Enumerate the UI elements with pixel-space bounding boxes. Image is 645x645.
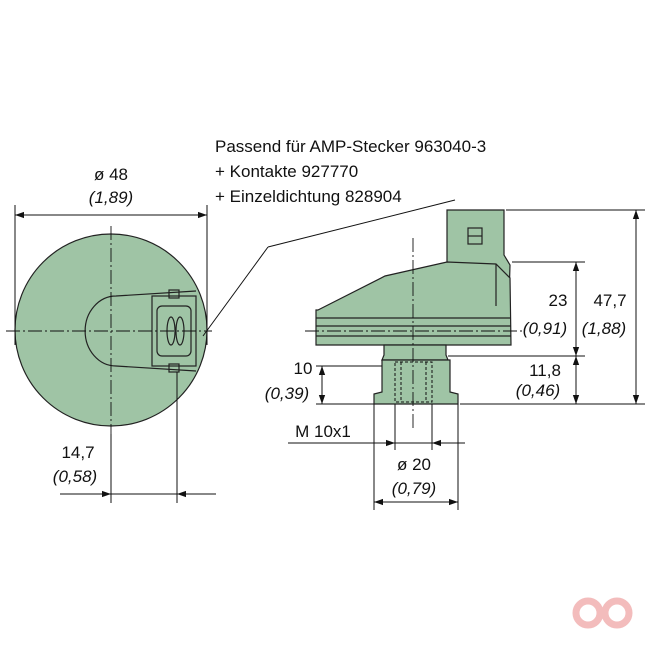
note-line-2: + Kontakte 927770 [215,162,358,181]
connector-latch-top [168,289,180,299]
connector-latch-bottom [168,363,180,373]
dim-47-7-mm: 47,7 [593,291,626,310]
dim-20-mm: ø 20 [397,455,431,474]
dimension-height-23: 23 (0,91) [448,261,585,357]
dim-23-mm: 23 [549,291,568,310]
side-neck [381,344,449,361]
side-housing [315,261,512,346]
note-leader-shelf [267,199,456,248]
dimension-height-47-7: 47,7 (1,88) [460,209,645,405]
dim-23-inch: (0,91) [523,319,567,338]
top-view [6,226,212,434]
dim-11-8-mm: 11,8 [529,361,561,380]
side-thread-stud [373,359,459,405]
dim-14-7-inch: (0,58) [53,467,97,486]
dim-11-8-inch: (0,46) [516,381,560,400]
dimension-thread-m10x1: M 10x1 [288,404,465,450]
dim-20-inch: (0,79) [392,479,436,498]
dim-10-inch: (0,39) [265,384,309,403]
dim-47-7-inch: (1,88) [582,319,626,338]
dimension-offset-14-7: 14,7 (0,58) [53,372,216,503]
note-line-1: Passend für AMP-Stecker 963040-3 [215,137,486,156]
dim-thread-label: M 10x1 [295,422,351,441]
hidden-thread [394,361,433,403]
dimension-diameter-20: ø 20 (0,79) [373,404,459,510]
brand-logo-icon [572,597,633,629]
dim-48-mm: ø 48 [94,165,128,184]
note-line-3: + Einzeldichtung 828904 [215,187,402,206]
side-view [305,209,525,428]
dimension-diameter-48: ø 48 (1,89) [14,165,208,345]
note-leader-line [202,246,269,337]
dim-14-7-mm: 14,7 [61,443,94,462]
dim-48-inch: (1,89) [89,188,133,207]
connector-note: Passend für AMP-Stecker 963040-3 + Konta… [215,137,486,206]
dimension-height-11-8: 11,8 (0,46) [516,356,580,404]
dim-10-mm: 10 [294,359,313,378]
dimension-height-10: 10 (0,39) [265,359,382,405]
